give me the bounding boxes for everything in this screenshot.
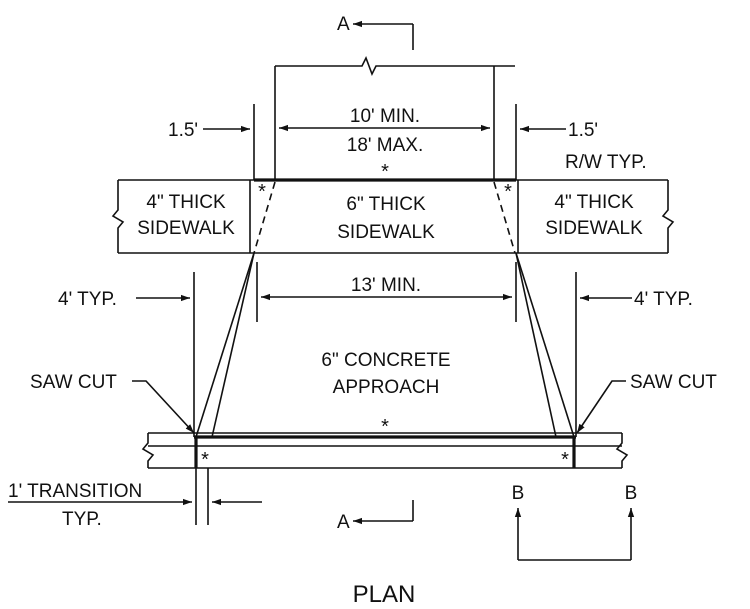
curb-left-break [141,433,155,468]
min-13-dimension: 13' MIN. [256,262,517,322]
sidewalk-right-line2: SIDEWALK [545,218,643,239]
sidewalk-center-line1: 6" THICK [346,194,426,215]
note-star-right: * [504,181,512,203]
note-star-left: * [258,181,266,203]
width-min-label: 10' MIN. [350,106,420,127]
sidewalk-right-line1: 4" THICK [554,192,634,213]
sidewalk-left-line1: 4" THICK [146,192,226,213]
typ-left-dimension: 4' TYP. [58,272,195,437]
flare-right-inner [515,252,557,438]
saw-cut-left-label: SAW CUT [30,372,117,393]
approach-line1: 6" CONCRETE [321,350,450,371]
sidewalk-left-break [111,180,125,253]
driveway-extent-line [274,56,515,180]
transition-right-dashed [493,181,516,254]
section-b-right-label: B [625,483,638,504]
approach-line2: APPROACH [333,377,440,398]
flare-left-inner [211,252,255,438]
curb-right-break [615,433,629,468]
min-13-label: 13' MIN. [351,275,421,296]
section-b-marker: B B [512,483,638,561]
width-max-label: 18' MAX. [347,135,424,156]
transition-line2: TYP. [62,509,102,530]
curb-strip: * * * [141,416,629,471]
offset-left-label: 1.5' [168,120,198,141]
section-a-top-marker: A [337,14,414,50]
typ-left-label: 4' TYP. [58,289,117,310]
note-star-curb-right: * [561,449,569,471]
transition-line1: 1' TRANSITION [8,481,142,502]
note-star-top: * [381,161,389,183]
plan-title: PLAN [353,581,416,608]
sidewalk-center-line2: SIDEWALK [337,222,435,243]
typ-right-dimension: 4' TYP. [575,272,693,437]
typ-right-label: 4' TYP. [634,289,693,310]
section-a-top-label: A [337,14,350,35]
flare-right-outer [515,252,575,438]
flare-left-outer [195,252,255,438]
section-b-left-label: B [512,483,525,504]
saw-cut-right-label: SAW CUT [630,372,717,393]
width-dimension: 10' MIN. 18' MAX. * [279,106,490,183]
sidewalk-left-line2: SIDEWALK [137,218,235,239]
note-star-curb: * [381,416,389,438]
transition-left-dashed [253,181,276,254]
offset-right-label: 1.5' [568,120,598,141]
section-a-bottom-marker: A [337,500,414,533]
sidewalk-right-break [661,180,675,253]
saw-cut-right-leader [576,380,626,434]
saw-cut-left: SAW CUT [30,372,195,434]
saw-cut-right: SAW CUT [576,372,717,434]
sidewalk-band: * * 4" THICK SIDEWALK 6" THICK SIDEWALK … [111,178,675,254]
section-a-bottom-label: A [337,512,350,533]
saw-cut-left-leader [132,380,195,434]
transition-dimension: 1' TRANSITION TYP. [8,468,262,530]
rw-label: R/W TYP. [565,152,647,173]
break-line [275,56,515,76]
note-star-curb-left: * [201,449,209,471]
approach-flares [195,252,575,438]
offset-right-dimension: 1.5' R/W TYP. [515,104,647,180]
offset-left-dimension: 1.5' [168,104,255,180]
